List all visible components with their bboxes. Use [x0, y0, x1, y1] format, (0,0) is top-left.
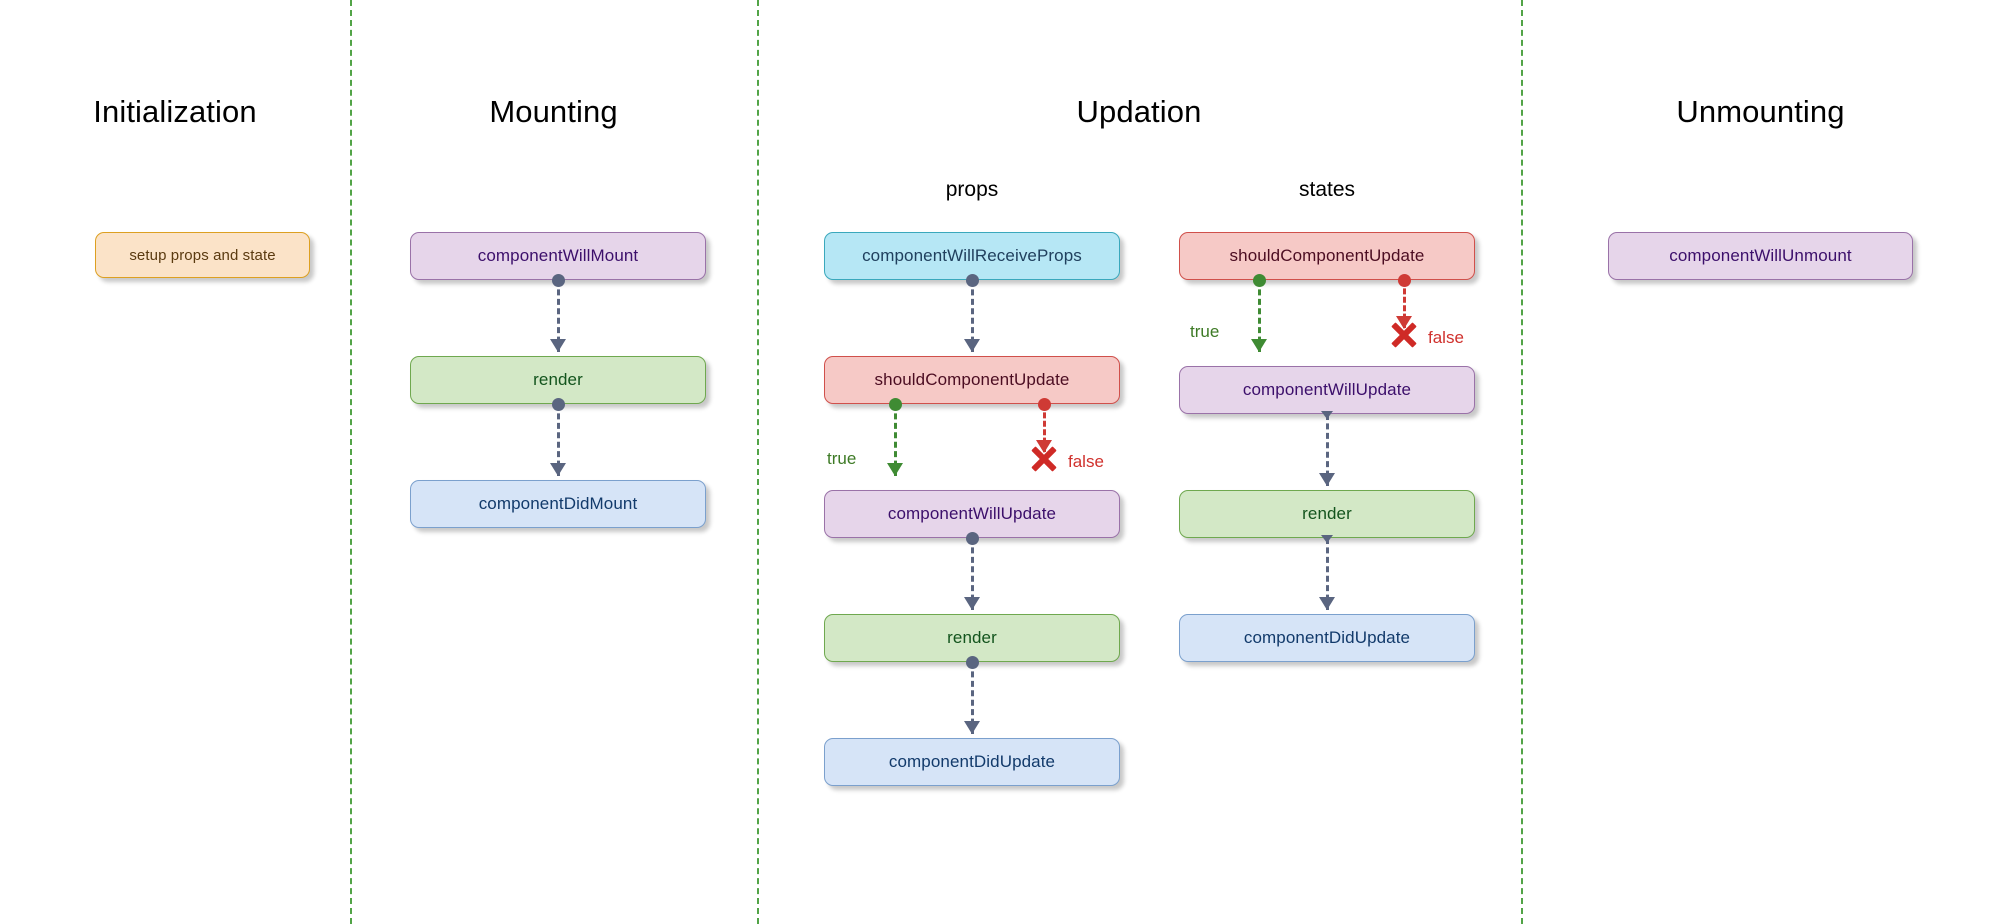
connector-stem: [556, 280, 560, 352]
connector-source-dot-icon: [1037, 397, 1051, 411]
connector-stem: [970, 662, 974, 734]
arrowhead-icon: [1318, 473, 1335, 486]
subsection-title-props: props: [945, 178, 999, 201]
connector-source-triangle-icon: [1321, 411, 1333, 419]
section-divider-initialization-mounting: [350, 0, 352, 924]
connector-source-dot-icon: [888, 397, 902, 411]
branch-label-props-true: true: [827, 449, 857, 468]
connector-source-dot-icon: [551, 397, 565, 411]
section-title-initialization: Initialization: [93, 94, 257, 129]
subsection-title-states: states: [1298, 178, 1356, 201]
connector-stem: [1042, 404, 1046, 452]
connector-source-triangle-icon: [1321, 535, 1333, 543]
arrowhead-icon: [1318, 597, 1335, 610]
connector-source-dot-icon: [965, 531, 979, 545]
section-divider-updation-unmounting: [1521, 0, 1523, 924]
node-component-did-update-props[interactable]: componentDidUpdate: [824, 738, 1120, 786]
connector-stem: [970, 280, 974, 352]
node-component-will-receive-props[interactable]: componentWillReceiveProps: [824, 232, 1120, 280]
arrowhead-icon: [549, 463, 566, 476]
branch-label-props-false: false: [1068, 452, 1104, 471]
stop-x-icon-props: [1027, 442, 1061, 476]
node-render-mounting[interactable]: render: [410, 356, 706, 404]
connector-stem: [1325, 538, 1329, 610]
connector-stem: [1325, 414, 1329, 486]
node-render-states[interactable]: render: [1179, 490, 1475, 538]
node-setup-props-and-state[interactable]: setup props and state: [95, 232, 310, 278]
connector-source-dot-icon: [965, 273, 979, 287]
section-divider-mounting-updation: [757, 0, 759, 924]
node-render-props[interactable]: render: [824, 614, 1120, 662]
connector-stem: [893, 404, 897, 476]
arrowhead-icon: [1250, 339, 1267, 352]
node-component-will-update-props[interactable]: componentWillUpdate: [824, 490, 1120, 538]
connector-stem: [556, 404, 560, 476]
connector-stem: [1402, 280, 1406, 328]
branch-label-states-false: false: [1428, 328, 1464, 347]
stop-x-icon-states: [1387, 318, 1421, 352]
section-title-unmounting: Unmounting: [1676, 94, 1845, 129]
node-component-did-mount[interactable]: componentDidMount: [410, 480, 706, 528]
node-component-will-update-states[interactable]: componentWillUpdate: [1179, 366, 1475, 414]
section-title-mounting: Mounting: [489, 94, 618, 129]
node-should-component-update-states[interactable]: shouldComponentUpdate: [1179, 232, 1475, 280]
node-should-component-update-props[interactable]: shouldComponentUpdate: [824, 356, 1120, 404]
arrowhead-icon: [963, 597, 980, 610]
connector-source-dot-icon: [1252, 273, 1266, 287]
arrowhead-icon: [886, 463, 903, 476]
connector-source-dot-icon: [1397, 273, 1411, 287]
node-component-did-update-states[interactable]: componentDidUpdate: [1179, 614, 1475, 662]
connector-source-dot-icon: [965, 655, 979, 669]
section-title-updation: Updation: [1076, 94, 1202, 129]
arrowhead-icon: [963, 721, 980, 734]
arrowhead-icon: [963, 339, 980, 352]
connector-source-dot-icon: [551, 273, 565, 287]
arrowhead-icon: [549, 339, 566, 352]
branch-label-states-true: true: [1190, 322, 1220, 341]
connector-stem: [1257, 280, 1261, 352]
connector-stem: [970, 538, 974, 610]
node-component-will-unmount[interactable]: componentWillUnmount: [1608, 232, 1913, 280]
node-component-will-mount[interactable]: componentWillMount: [410, 232, 706, 280]
